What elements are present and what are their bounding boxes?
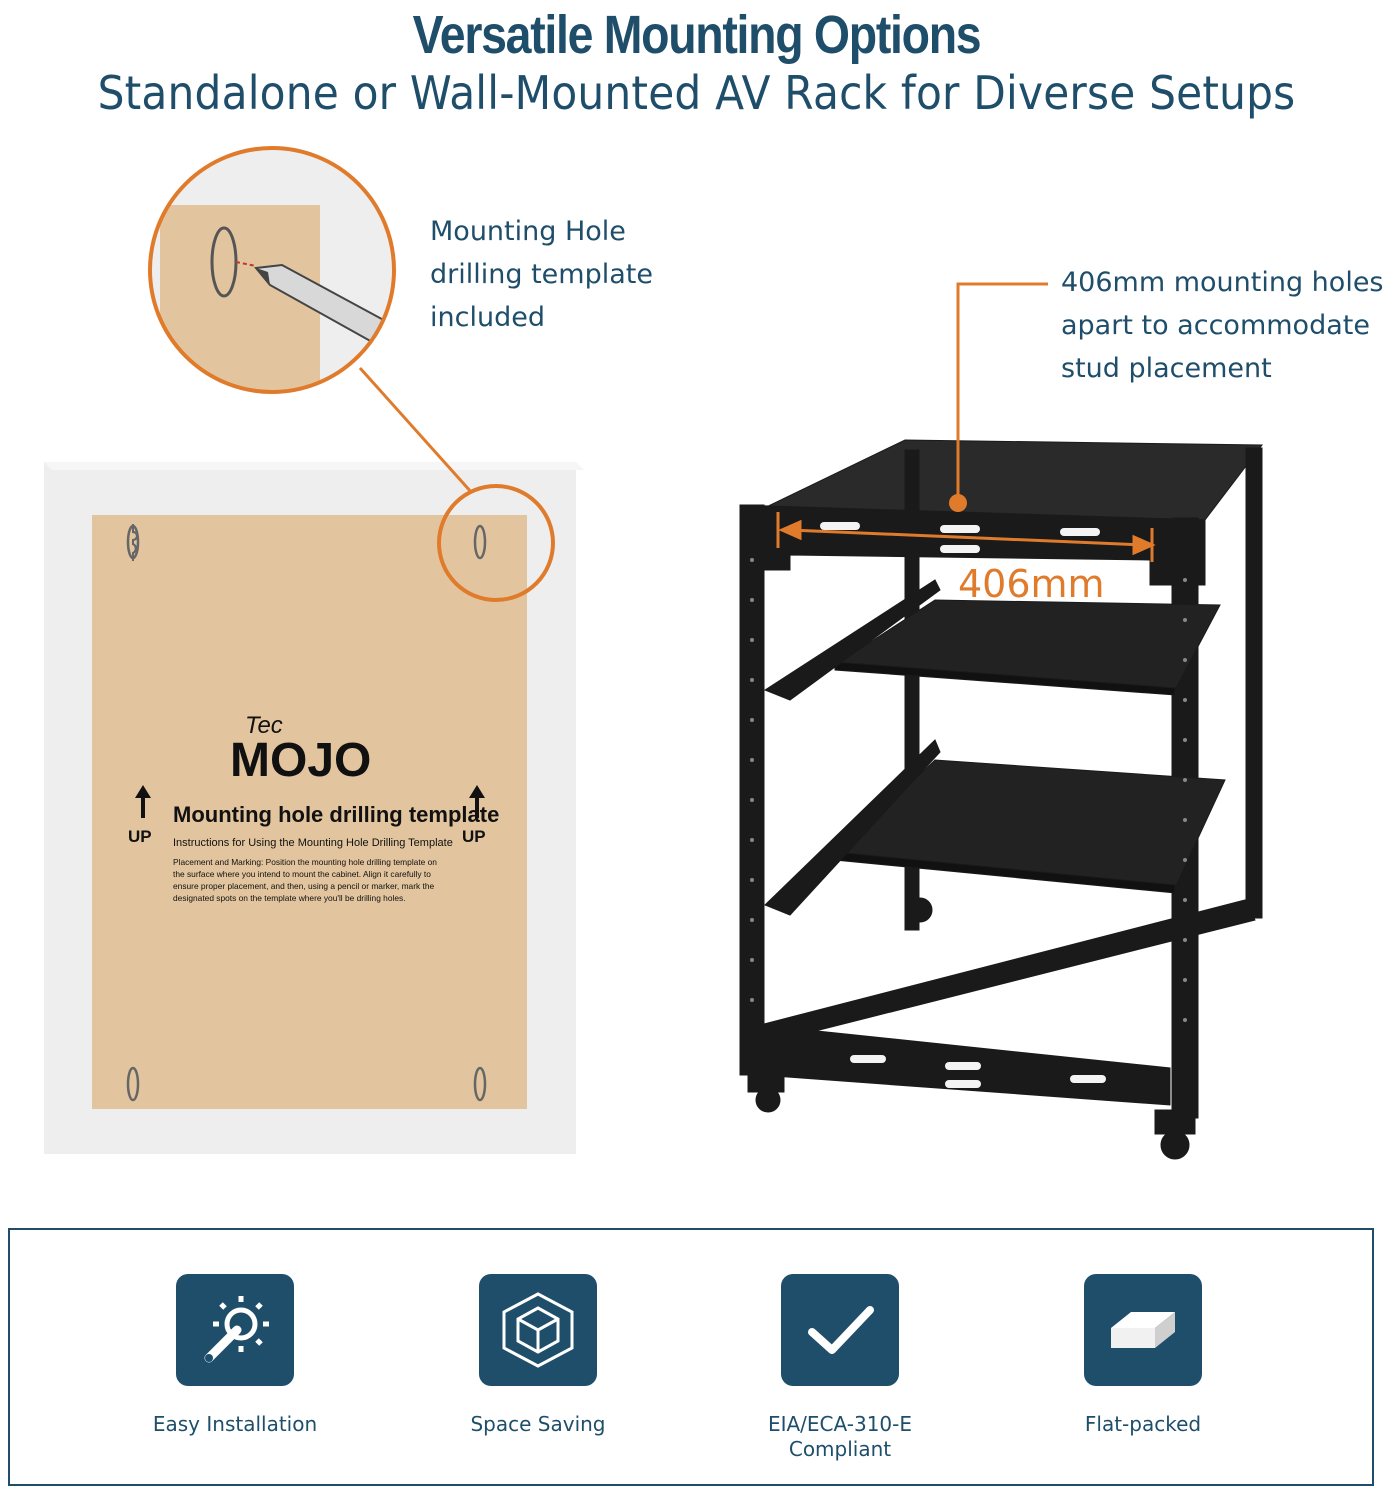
feature-space-saving: Space Saving [408,1274,668,1437]
feature-easy-installation: Easy Installation [105,1274,365,1437]
logo-tec: Tec [245,712,283,739]
flat-box-icon [1084,1274,1202,1386]
feature-label: Easy Installation [152,1412,318,1436]
logo-mojo: MOJO [230,734,371,787]
highlight-circle [437,484,555,602]
feature-eia-compliant: EIA/ECA-310-E Compliant [710,1274,970,1462]
rack-illustration: 406mm [739,282,1263,1160]
up-label-left: UP [128,827,152,846]
page-title: Versatile Mounting Options [412,5,982,65]
page-subtitle: Standalone or Wall-Mounted AV Rack for D… [97,66,1296,120]
up-label-right: UP [462,827,486,846]
callout-template: Mounting Hole drilling template included [430,216,653,333]
template-heading: Mounting hole drilling template [173,802,499,827]
template-instruction-line: ensure proper placement, and then, using… [173,881,435,891]
drilling-template-sheet [92,515,527,1109]
feature-label: Space Saving [470,1412,606,1436]
cube-icon [479,1274,597,1386]
keyhole-icon [132,524,138,561]
template-instructions-title: Instructions for Using the Mounting Hole… [173,837,453,849]
feature-flat-packed: Flat-packed [1013,1274,1273,1437]
gear-wrench-icon [176,1274,294,1386]
callout-holes: 406mm mounting holes apart to accommodat… [1061,267,1384,384]
dimension-arrow [776,512,1156,562]
dimension-label: 406mm [958,562,1105,606]
checkmark-icon [781,1274,899,1386]
template-instruction-line: designated spots on the template where y… [173,893,406,903]
features-panel: Easy Installation Space Saving EIA/ECA-3… [8,1228,1374,1486]
feature-label: Flat-packed [1084,1412,1202,1436]
up-arrow-icon [135,785,485,818]
template-instruction-line: the surface where you intend to mount th… [173,869,431,879]
feature-label: EIA/ECA-310-E Compliant [767,1412,913,1461]
template-instruction-line: Placement and Marking: Position the moun… [173,857,437,867]
template-illustration: Tec MOJO Mounting hole drilling template… [44,146,576,1154]
magnifier [150,148,394,392]
